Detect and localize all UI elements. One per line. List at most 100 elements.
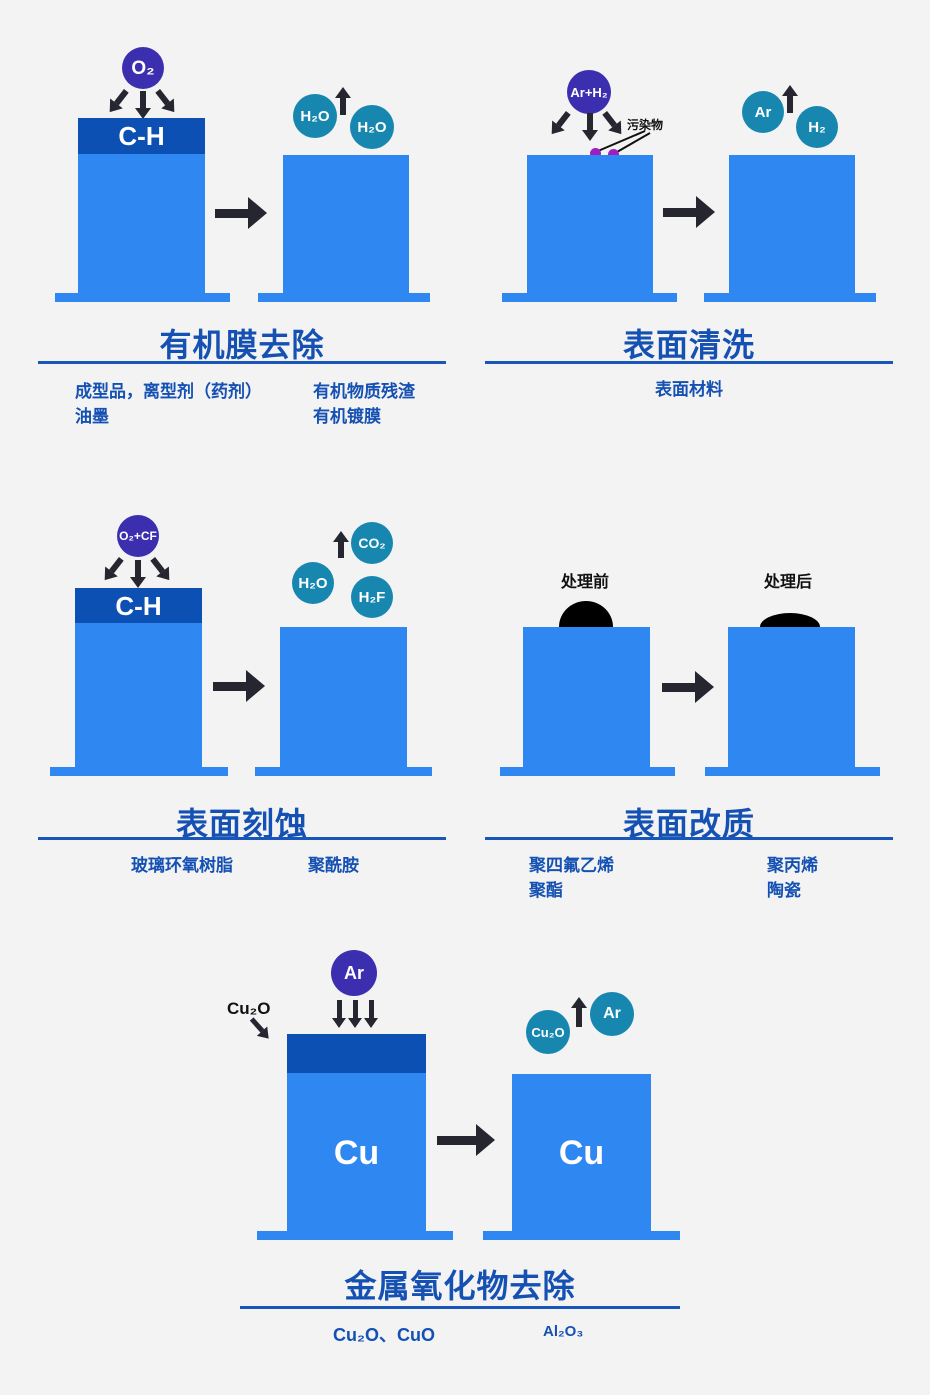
plasma-gas-label: O₂ (131, 57, 155, 79)
arrow-head (248, 197, 267, 229)
substrate-base (483, 1231, 680, 1240)
plasma-gas-circle: O₂ (122, 47, 164, 89)
caption: 玻璃环氧树脂 (131, 856, 233, 875)
product-label: H₂O (300, 107, 330, 125)
substrate-before (527, 155, 653, 294)
substrate-base (257, 1231, 453, 1240)
down-arrow-icon (98, 554, 127, 586)
right-arrow-icon (663, 196, 715, 228)
arrow-shaft (336, 1000, 342, 1018)
arrow-head (332, 1018, 346, 1028)
pollutant-pointer-lines (597, 130, 651, 153)
contaminant-dot (590, 148, 601, 159)
product-circle: H₂O (292, 562, 334, 604)
arrow-head (333, 531, 349, 542)
product-label: H₂O (298, 574, 328, 592)
arrow-head (571, 997, 587, 1008)
arrow-shaft (663, 207, 696, 217)
arrow-shaft (437, 1135, 476, 1145)
plasma-gas-circle: Ar (331, 950, 377, 996)
down-arrow-icon (348, 1000, 362, 1028)
arrow-head (335, 87, 351, 98)
substrate-after (283, 155, 409, 294)
substrate-before (523, 627, 650, 768)
oxide-layer (287, 1034, 426, 1074)
arrow-shaft (215, 208, 248, 218)
plasma-gas-label: Ar+H₂ (570, 84, 608, 100)
arrow-shaft (368, 1000, 374, 1018)
substrate-base (258, 293, 430, 302)
product-circle: Ar (590, 992, 634, 1036)
caption: Cu₂O、CuO (333, 1325, 435, 1345)
caption: 油墨 (75, 407, 109, 426)
down-arrow-icon (364, 1000, 378, 1028)
arrow-shaft (340, 98, 346, 115)
right-arrow-icon (437, 1123, 495, 1157)
arrow-head (695, 671, 714, 703)
caption: 聚四氟乙烯 (529, 856, 614, 875)
caption: 聚酯 (529, 881, 563, 900)
product-label: H₂O (357, 118, 387, 136)
product-label: H₂ (808, 118, 826, 136)
title-underline (240, 1306, 680, 1309)
substrate-after (280, 627, 407, 768)
product-circle: Ar (742, 91, 784, 133)
product-label: Ar (603, 1005, 621, 1022)
substrate-base (502, 293, 677, 302)
arrow-head (582, 130, 598, 141)
substrate-base (704, 293, 876, 302)
down-arrow-icon (151, 86, 181, 118)
arrow-head (135, 108, 151, 119)
down-arrow-icon (103, 86, 132, 118)
plasma-gas-circle: Ar+H₂ (567, 70, 611, 114)
organic-film-layer: C-H (78, 118, 205, 155)
arrow-shaft (140, 91, 146, 108)
product-circle: H₂F (351, 576, 393, 618)
arrow-head (364, 1018, 378, 1028)
substrate-base (255, 767, 432, 776)
arrow-shaft (338, 542, 344, 558)
product-label: CO₂ (358, 535, 386, 551)
right-arrow-icon (662, 671, 714, 703)
arrow-head (246, 670, 265, 702)
caption: Al₂O₃ (543, 1323, 584, 1340)
product-label: H₂F (358, 588, 386, 606)
caption: 陶瓷 (767, 881, 801, 900)
film-label: C-H (118, 121, 165, 151)
arrow-head (476, 1124, 495, 1156)
metal-block-before: Cu (287, 1073, 426, 1233)
plasma-gas-label: Ar (343, 963, 364, 983)
down-arrow-icon (130, 560, 146, 588)
down-arrow-icon (545, 108, 574, 140)
plasma-gas-circle: O₂+CF (117, 515, 159, 557)
organic-film-layer: C-H (75, 588, 202, 624)
substrate-before (78, 154, 205, 294)
up-arrow-icon (335, 87, 351, 115)
arrow-head (782, 85, 798, 96)
arrow-shaft (587, 113, 593, 130)
droplet-after (760, 613, 820, 627)
caption: 有机镀膜 (313, 407, 381, 426)
arrow-head (348, 1018, 362, 1028)
before-label: 处理前 (560, 574, 609, 591)
substrate-base (500, 767, 675, 776)
panel-title: 表面刻蚀 (175, 806, 308, 842)
caption: 聚酰胺 (308, 856, 359, 875)
film-label: C-H (115, 590, 162, 621)
substrate-after (729, 155, 855, 294)
plasma-gas-label: O₂+CF (119, 529, 157, 543)
arrow-head (130, 577, 146, 588)
substrate-before (75, 623, 202, 768)
panel-title: 表面清洗 (622, 327, 755, 363)
product-circle: H₂ (796, 106, 838, 148)
down-arrow-icon (146, 554, 176, 586)
contaminant-dot (608, 149, 619, 160)
product-circle: Cu₂O (526, 1010, 570, 1054)
caption: 有机物质残渣 (313, 382, 415, 401)
title-underline (38, 361, 446, 364)
caption: 表面材料 (655, 380, 723, 399)
caption: 成型品，离型剂（药剂） (75, 382, 262, 401)
up-arrow-icon (782, 85, 798, 113)
contaminant-label: 污染物 (627, 118, 664, 132)
